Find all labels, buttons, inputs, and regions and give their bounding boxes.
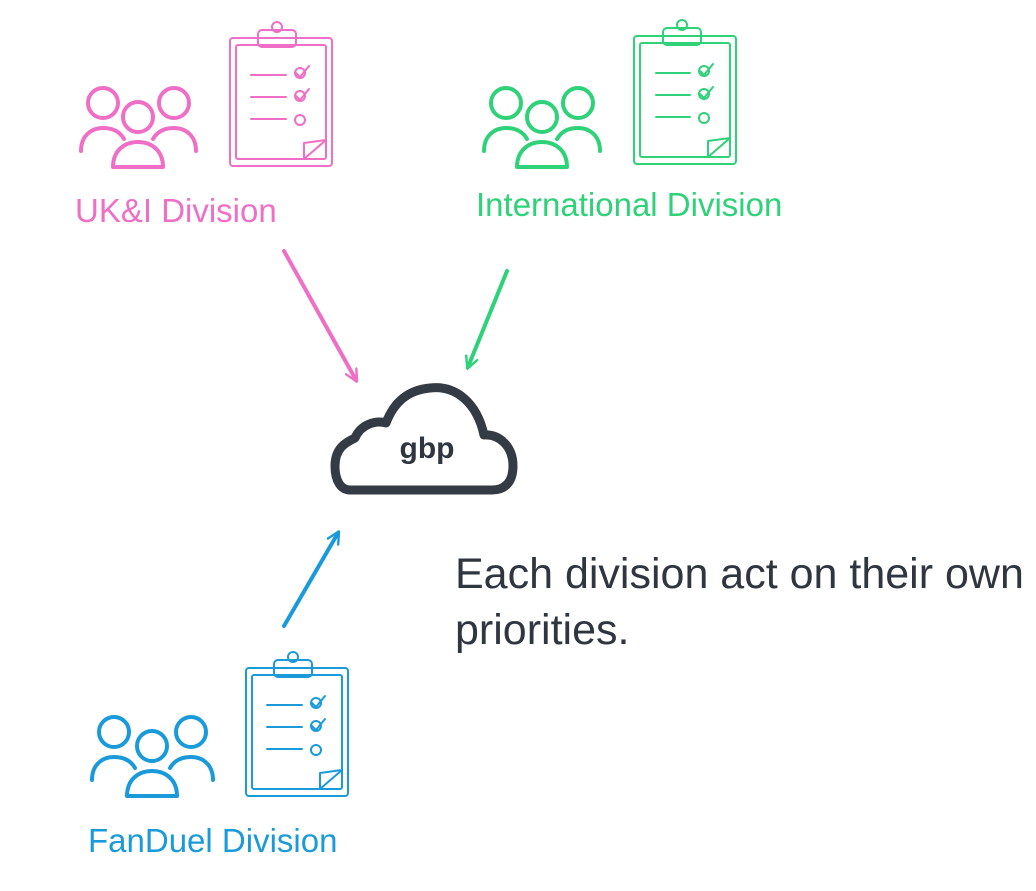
international-to-gbp-arrow bbox=[468, 269, 509, 367]
people-group-icon bbox=[90, 715, 215, 798]
clipboard-checklist-icon bbox=[245, 651, 349, 797]
uk-division-label: UK&I Division bbox=[75, 192, 277, 229]
cloud-icon bbox=[330, 383, 518, 495]
clipboard-checklist-icon bbox=[229, 21, 333, 167]
international-division-label: International Division bbox=[476, 186, 783, 223]
uk-to-gbp-arrow bbox=[282, 249, 356, 380]
cloud-label: gbp bbox=[399, 432, 455, 465]
people-group-icon bbox=[482, 86, 602, 169]
people-group-icon bbox=[79, 86, 198, 169]
uk-division-group bbox=[79, 21, 333, 169]
fanduel-division-label: FanDuel Division bbox=[88, 822, 338, 859]
international-division-group bbox=[482, 19, 737, 169]
fanduel-to-gbp-arrow bbox=[282, 533, 338, 628]
clipboard-checklist-icon bbox=[633, 19, 737, 165]
fanduel-division-group bbox=[90, 651, 349, 798]
caption-text: Each division act on their own prioritie… bbox=[455, 550, 1024, 654]
